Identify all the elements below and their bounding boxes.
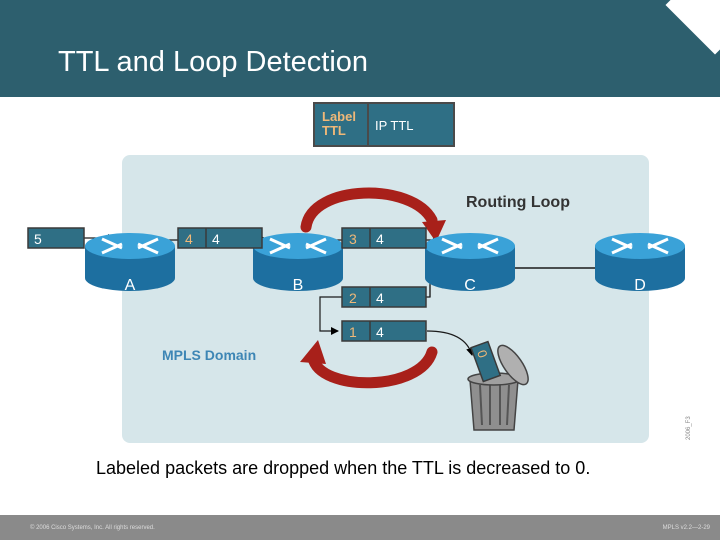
slide-title: TTL and Loop Detection xyxy=(58,46,369,78)
packet-c-to-b: 2 4 xyxy=(341,286,427,308)
dropped-packet: 0 xyxy=(470,340,502,383)
router-c xyxy=(425,233,515,291)
packet-b-to-c: 3 4 xyxy=(341,227,427,249)
packet-b-to-c-2-ip-ttl: 4 xyxy=(376,324,384,340)
router-label-d: D xyxy=(634,277,646,294)
legend-label-word: Label xyxy=(322,109,356,124)
packet-c-to-b-label-ttl: 2 xyxy=(349,290,357,306)
packet-b-to-c-label-ttl: 3 xyxy=(349,231,357,247)
mpls-domain-label: MPLS Domain xyxy=(162,347,256,363)
packet-b-to-c-ip-ttl: 4 xyxy=(376,231,384,247)
slide-header: TTL and Loop Detection xyxy=(0,0,720,97)
router-b xyxy=(253,233,343,291)
packet-b-to-c-2: 1 4 xyxy=(341,320,427,342)
routing-loop-label: Routing Loop xyxy=(466,194,570,211)
packet-a-to-b: 4 4 xyxy=(177,227,263,249)
router-label-a: A xyxy=(125,277,136,294)
legend-label-ttl: Label TTL xyxy=(315,104,369,145)
footer-copyright: © 2006 Cisco Systems, Inc. All rights re… xyxy=(30,525,155,531)
loop-arrow-top xyxy=(300,187,438,233)
router-label-b: B xyxy=(293,277,304,294)
packet-a-to-b-ip-ttl: 4 xyxy=(212,231,220,247)
dropped-packet-ttl: 0 xyxy=(474,348,491,360)
legend-ip-ttl: IP TTL xyxy=(375,118,414,133)
packet-ingress-ip-ttl: 5 xyxy=(34,231,42,247)
legend-ttl-word: TTL xyxy=(322,123,346,138)
ttl-legend-box: Label TTL IP TTL xyxy=(313,102,455,147)
link-to-trash xyxy=(426,330,474,356)
router-a xyxy=(85,233,175,291)
router-d xyxy=(595,233,685,291)
loop-arrow-bottom xyxy=(307,346,438,389)
loop-arrow-bottom-head xyxy=(300,340,326,364)
slide-caption: Labeled packets are dropped when the TTL… xyxy=(96,458,591,478)
side-code: 2006_F3 xyxy=(686,416,692,440)
packet-ingress: 5 xyxy=(27,227,85,249)
footer-page-ref: MPLS v2.2—2-29 xyxy=(662,525,710,531)
router-label-c: C xyxy=(464,277,476,294)
packet-b-to-c-2-label-ttl: 1 xyxy=(349,324,357,340)
slide-footer: © 2006 Cisco Systems, Inc. All rights re… xyxy=(0,515,720,540)
loop-arrow-top-head xyxy=(422,220,446,242)
packet-a-to-b-label-ttl: 4 xyxy=(185,231,193,247)
packet-c-to-b-ip-ttl: 4 xyxy=(376,290,384,306)
